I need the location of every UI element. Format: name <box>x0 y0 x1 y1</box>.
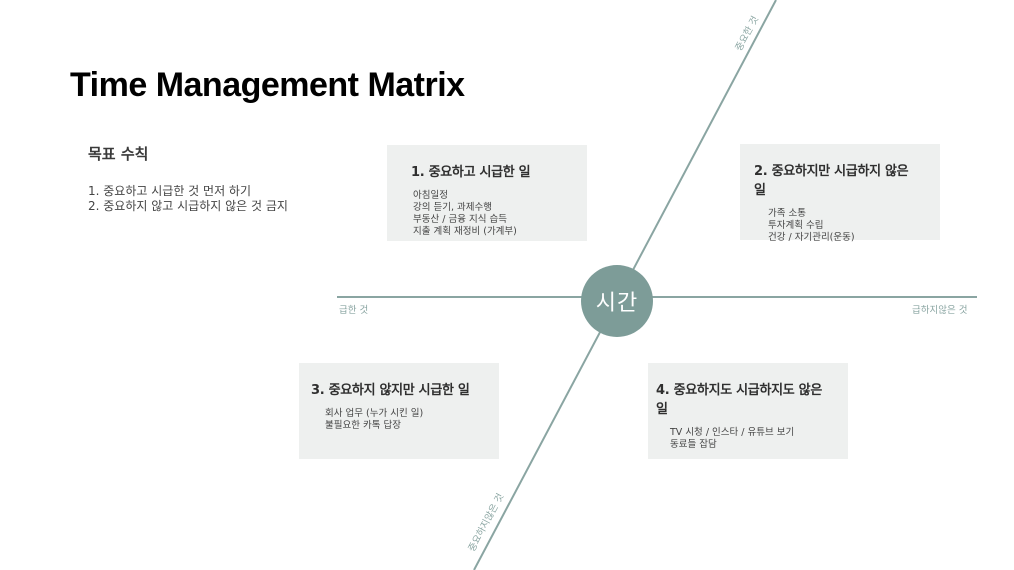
list-item: 불필요한 카톡 답장 <box>325 420 401 431</box>
list-item: 건강 / 자기관리(운동) <box>768 232 855 243</box>
goals-list: 1. 중요하고 시급한 것 먼저 하기 2. 중요하지 않고 시급하지 않은 것… <box>88 184 288 214</box>
quadrant-3-box: 3. 중요하지 않지만 시급한 일 회사 업무 (누가 시킨 일) 불필요한 카… <box>299 363 499 459</box>
list-item: 지출 계획 재정비 (가계부) <box>413 226 517 237</box>
quadrant-1-items: 아침일정 강의 듣기, 과제수행 부동산 / 금융 지식 습득 지출 계획 재정… <box>411 190 567 238</box>
list-item: 가족 소통 <box>768 208 806 219</box>
list-item: 동료들 잡담 <box>670 439 717 450</box>
center-circle: 시간 <box>581 265 653 337</box>
list-item: 강의 듣기, 과제수행 <box>413 202 492 213</box>
quadrant-4-items: TV 시청 / 인스타 / 유튜브 보기 동료들 잡담 <box>656 427 828 451</box>
goal-item: 1. 중요하고 시급한 것 먼저 하기 <box>88 184 252 198</box>
goals-heading: 목표 수칙 <box>88 145 149 163</box>
goals-section: 목표 수칙 1. 중요하고 시급한 것 먼저 하기 2. 중요하지 않고 시급하… <box>88 143 288 214</box>
quadrant-4-box: 4. 중요하지도 시급하지도 않은 일 TV 시청 / 인스타 / 유튜브 보기… <box>648 363 848 459</box>
list-item: TV 시청 / 인스타 / 유튜브 보기 <box>670 427 795 438</box>
axis-label-urgent: 급한 것 <box>339 305 369 316</box>
quadrant-2-items: 가족 소통 투자계획 수립 건강 / 자기관리(운동) <box>754 208 920 244</box>
list-item: 부동산 / 금융 지식 습득 <box>413 214 507 225</box>
axis-label-not-urgent: 급하지않은 것 <box>912 305 968 316</box>
quadrant-2-box: 2. 중요하지만 시급하지 않은 일 가족 소통 투자계획 수립 건강 / 자기… <box>740 144 940 243</box>
quadrant-3-title: 3. 중요하지 않지만 시급한 일 <box>311 383 470 398</box>
list-item: 투자계획 수립 <box>768 220 824 231</box>
page-title: Time Management Matrix <box>70 66 465 104</box>
quadrant-1-title: 1. 중요하고 시급한 일 <box>411 165 531 180</box>
quadrant-4-title: 4. 중요하지도 시급하지도 않은 일 <box>656 383 822 417</box>
goal-item: 2. 중요하지 않고 시급하지 않은 것 금지 <box>88 199 288 213</box>
quadrant-2-title: 2. 중요하지만 시급하지 않은 일 <box>754 164 909 198</box>
list-item: 회사 업무 (누가 시킨 일) <box>325 408 424 419</box>
quadrant-3-items: 회사 업무 (누가 시킨 일) 불필요한 카톡 답장 <box>311 408 479 432</box>
quadrant-1-box: 1. 중요하고 시급한 일 아침일정 강의 듣기, 과제수행 부동산 / 금융 … <box>387 145 587 241</box>
list-item: 아침일정 <box>413 190 448 201</box>
